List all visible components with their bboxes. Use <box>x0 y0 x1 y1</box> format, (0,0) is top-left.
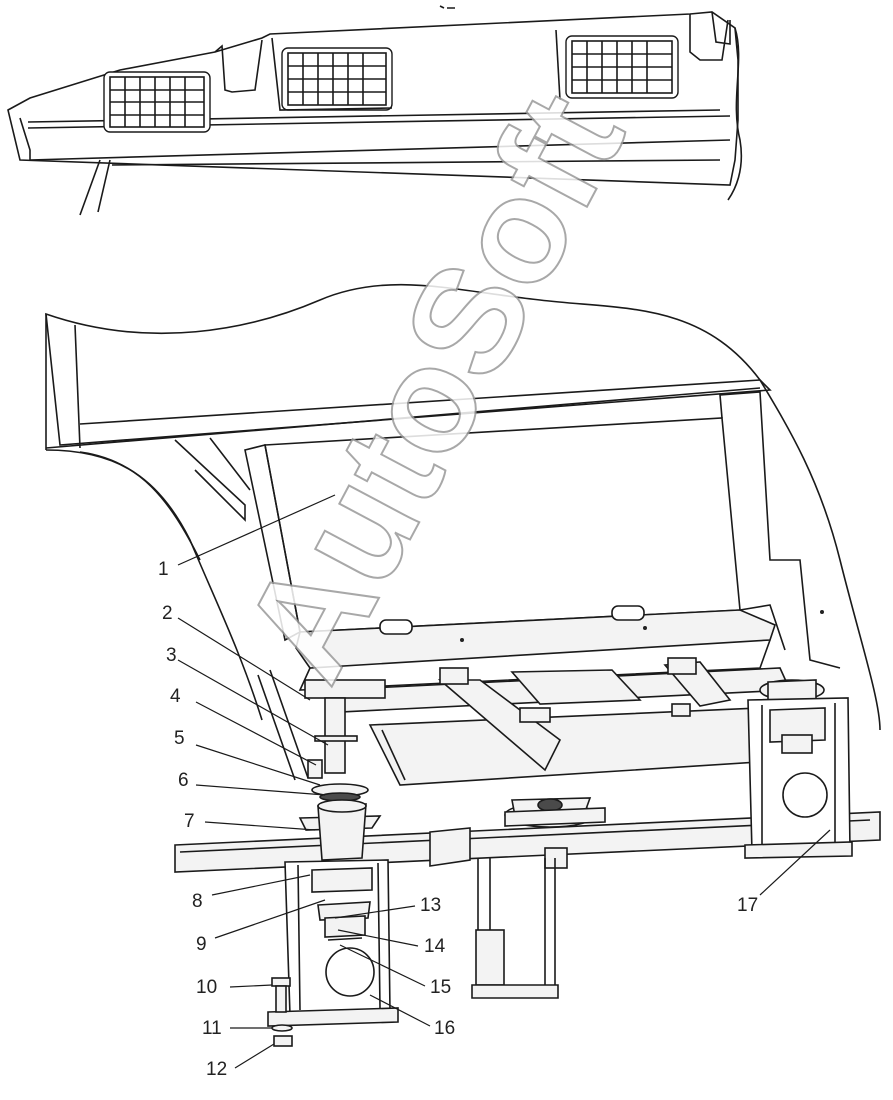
left-mount <box>298 679 386 861</box>
bolt-shank <box>275 985 287 1013</box>
callout-15: 15 <box>430 977 451 998</box>
vent-grille-middle <box>281 47 393 111</box>
callout-6: 6 <box>178 770 189 791</box>
callout-10: 10 <box>196 977 217 998</box>
callout-5: 5 <box>174 728 185 749</box>
callout-8: 8 <box>192 891 203 912</box>
callout-12: 12 <box>206 1059 227 1080</box>
center-mount <box>471 797 606 999</box>
left-pedestal <box>267 859 399 1027</box>
callout-13: 13 <box>420 895 441 916</box>
callout-16: 16 <box>434 1018 455 1039</box>
callout-7: 7 <box>184 811 195 832</box>
callout-2: 2 <box>162 603 173 624</box>
callout-4: 4 <box>170 686 181 707</box>
right-pedestal <box>744 679 853 859</box>
callout-labels: 1 2 3 4 5 6 7 8 9 10 11 12 13 14 15 16 1… <box>158 559 758 1080</box>
vent-grille-left <box>103 71 211 133</box>
vent-grille-right <box>565 35 679 99</box>
nut <box>273 1035 293 1047</box>
bolt-head <box>271 977 291 987</box>
callout-9: 9 <box>196 934 207 955</box>
callout-3: 3 <box>166 645 177 666</box>
main-assembly-view <box>45 283 881 1047</box>
washer <box>271 1024 293 1032</box>
upper-panel-view <box>7 5 743 216</box>
callout-14: 14 <box>424 936 446 957</box>
callout-17: 17 <box>737 895 758 916</box>
callout-1: 1 <box>158 559 169 580</box>
battery-box <box>244 417 776 691</box>
leader-lines <box>177 494 831 1069</box>
callout-11: 11 <box>202 1018 222 1039</box>
